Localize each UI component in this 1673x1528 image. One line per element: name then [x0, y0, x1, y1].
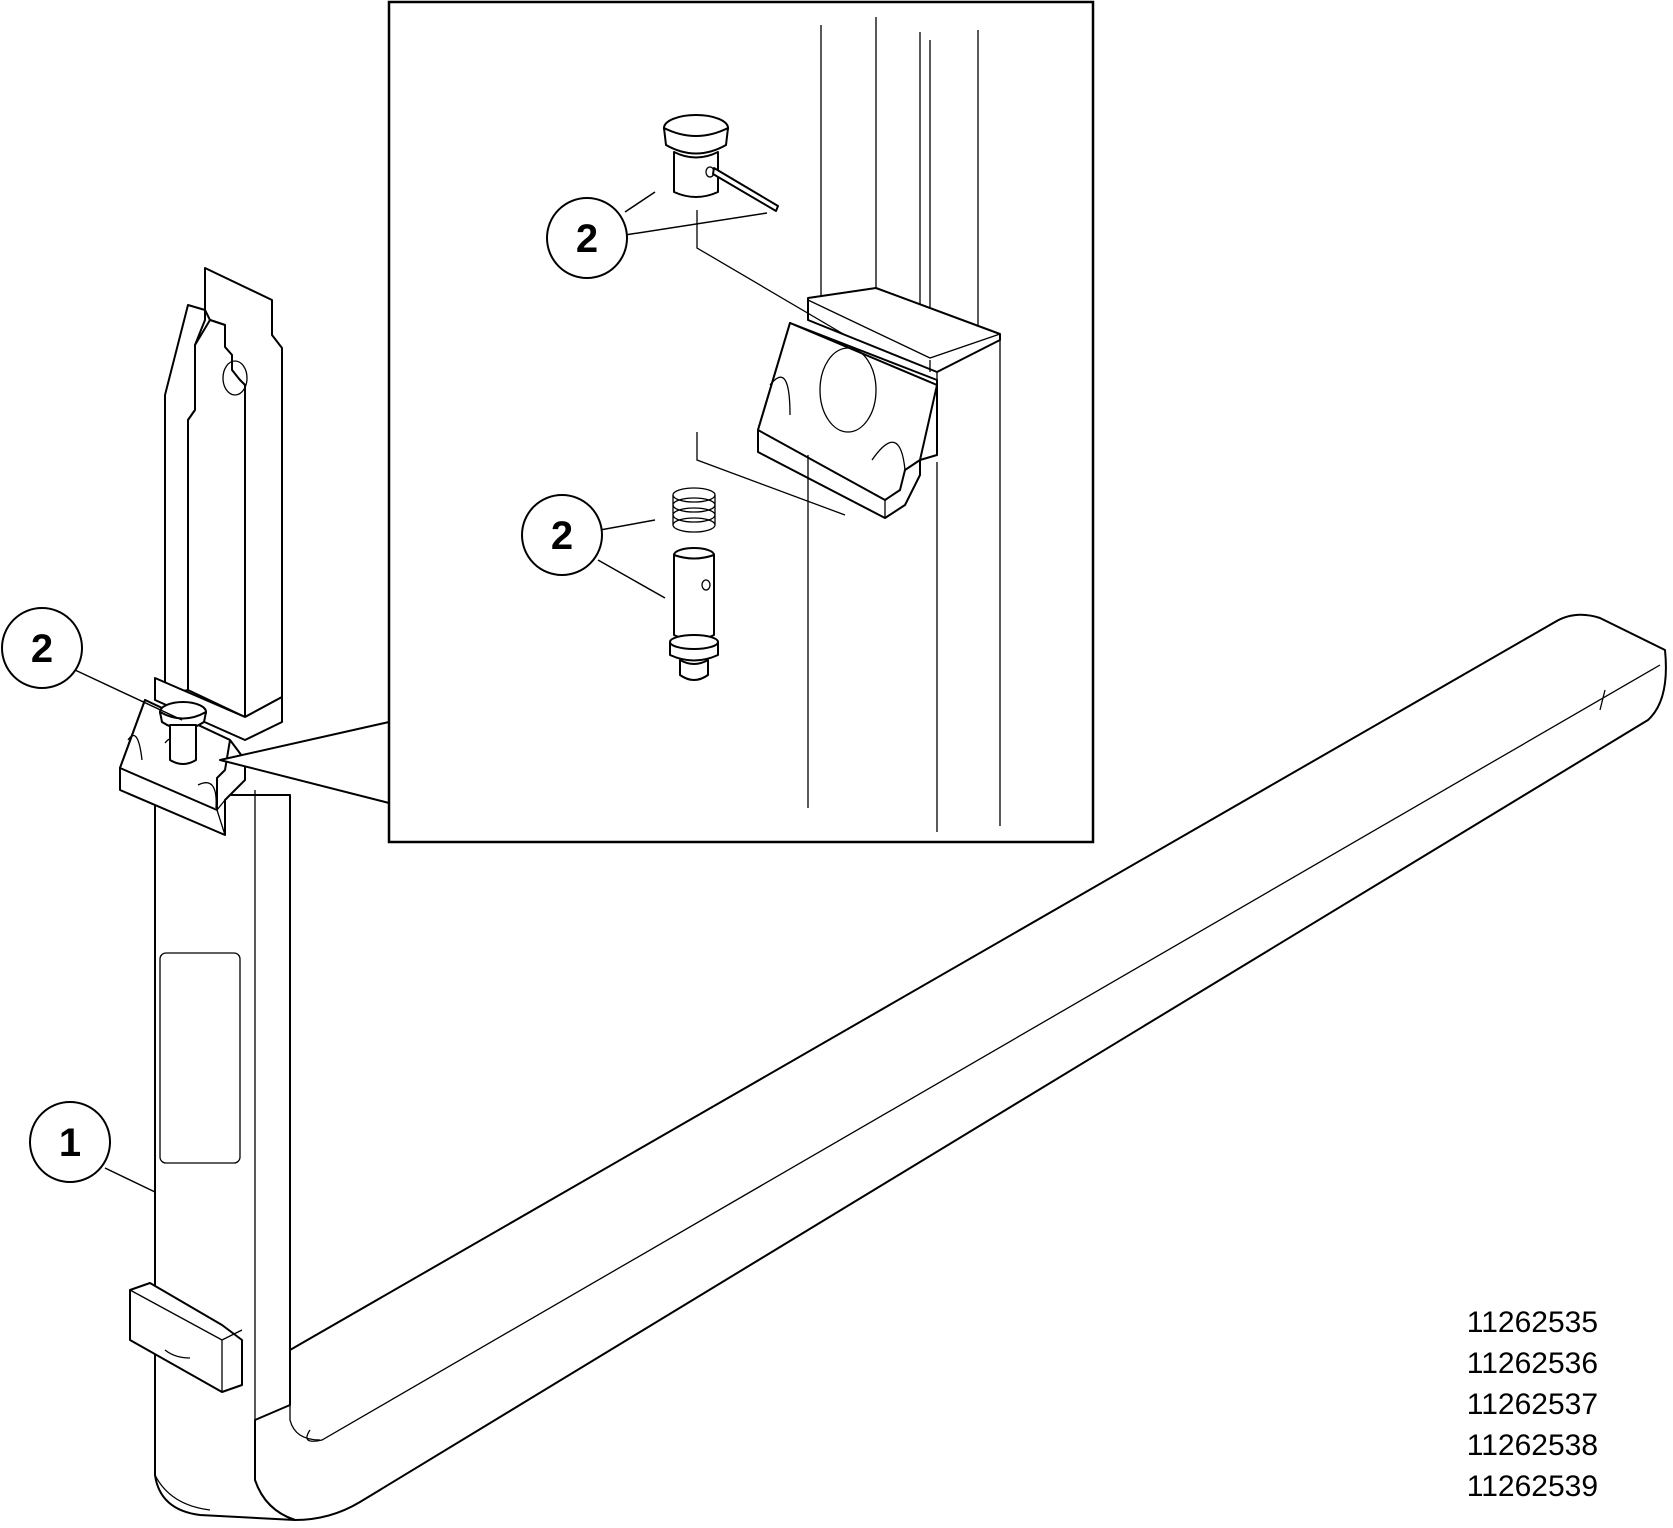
callout-pin-main: 2 — [1, 607, 183, 721]
detail-inset — [219, 0, 1095, 844]
callout-circle — [29, 1101, 111, 1183]
fork-shank — [154, 794, 296, 1521]
part-number: 11262538 — [1467, 1429, 1598, 1462]
detail-pin-lower — [669, 547, 719, 681]
detail-spring — [672, 487, 716, 533]
fork-back-plate — [154, 267, 283, 741]
detail-inset-frame — [387, 0, 1095, 844]
callout-fork: 1 — [29, 1101, 156, 1193]
fork-blade — [154, 613, 1667, 1521]
callout-circle — [1, 607, 83, 689]
callout-leader-line — [597, 559, 666, 599]
part-number-list: 11262535 11262536 11262537 11262538 11262539 — [1467, 1306, 1598, 1503]
callout-leader-line — [624, 212, 768, 236]
callout-pin-detail-bottom: 2 — [521, 494, 666, 599]
callout-leader-line — [624, 191, 656, 213]
callout-label: 2 — [551, 514, 573, 558]
callout-label: 1 — [59, 1121, 81, 1165]
callout-leader-line — [104, 1167, 156, 1193]
fork-bottom-hook — [129, 1282, 243, 1393]
callout-circle — [521, 494, 603, 576]
part-number: 11262539 — [1467, 1470, 1598, 1503]
callout-leader-line — [74, 669, 183, 721]
callout-group: 1 2 2 2 — [1, 191, 768, 1193]
part-number: 11262537 — [1467, 1388, 1598, 1421]
part-number: 11262535 — [1467, 1306, 1598, 1339]
fork-label-plate — [159, 952, 241, 1164]
callout-label: 2 — [31, 627, 53, 671]
callout-circle — [546, 197, 628, 279]
callout-pin-detail-top: 2 — [546, 191, 768, 279]
part-number: 11262536 — [1467, 1347, 1598, 1380]
detail-pin-cap — [663, 114, 779, 212]
callout-label: 2 — [576, 217, 598, 261]
fork-illustration — [119, 267, 1667, 1521]
fork-top-hook — [119, 699, 246, 836]
callout-leader-line — [599, 519, 656, 531]
